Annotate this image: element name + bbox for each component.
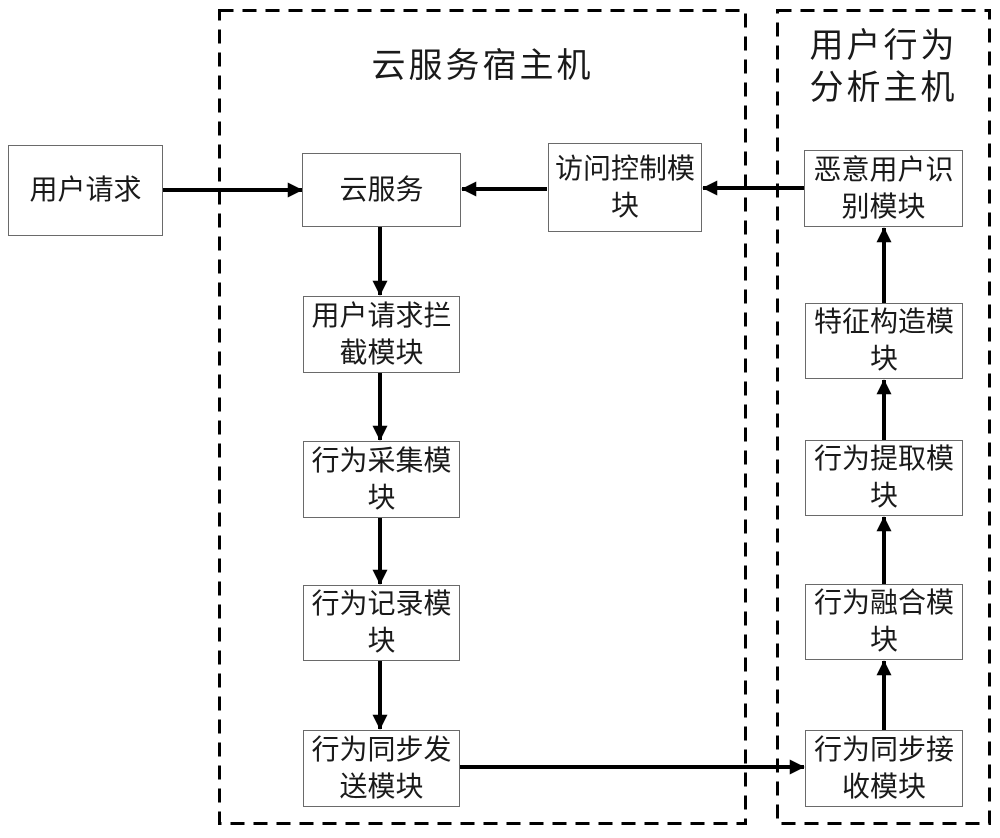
node-behavior-extraction: 行为提取模 块 [805,440,963,516]
node-behavior-sync-receive: 行为同步接 收模块 [805,730,963,807]
node-behavior-fusion: 行为融合模 块 [805,584,963,660]
node-malicious-user-recognition: 恶意用户识 别模块 [804,150,963,227]
node-feature-construction: 特征构造模 块 [805,303,963,379]
node-behavior-sync-send-label-line2: 送模块 [339,771,424,803]
node-behavior-recording-label-line2: 块 [367,626,396,657]
node-access-control: 访问控制模 块 [548,143,702,232]
node-behavior-sync-receive-label-line2: 收模块 [841,771,926,803]
node-cloud-service-label: 云服务 [339,174,424,206]
node-behavior-collection-label-line2: 块 [367,482,396,514]
node-behavior-fusion-label-line2: 块 [869,625,898,656]
node-feature-construction-label-line1: 特征构造模 [813,307,954,338]
cloud-host-title-text: 云服务宿主机 [371,48,594,85]
node-user-request-label: 用户请求 [29,175,142,206]
analysis-host-title-line2: 分析主机 [809,70,958,107]
node-behavior-sync-send: 行为同步发 送模块 [303,730,460,807]
node-behavior-extraction-label-line2: 块 [869,481,898,512]
node-behavior-collection-label-line1: 行为采集模 [311,445,452,477]
node-behavior-extraction-label-line1: 行为提取模 [813,444,954,475]
node-behavior-collection: 行为采集模 块 [303,441,460,518]
node-behavior-sync-receive-label-line1: 行为同步接 [813,734,954,766]
node-feature-construction-label-line2: 块 [869,344,898,375]
analysis-host-container-border [776,9,991,825]
node-behavior-sync-send-label-line1: 行为同步发 [311,734,452,766]
node-request-interception-label-line2: 截模块 [339,337,424,369]
node-behavior-recording-label-line1: 行为记录模 [311,589,452,620]
node-cloud-service: 云服务 [302,153,461,227]
analysis-host-title: 用户行为 分析主机 [777,26,990,110]
node-user-request: 用户请求 [8,145,163,236]
node-behavior-fusion-label-line1: 行为融合模 [813,588,954,619]
node-access-control-label-line1: 访问控制模 [554,153,695,185]
cloud-host-container-border [218,9,747,825]
cloud-host-title: 云服务宿主机 [219,46,746,88]
analysis-host-title-line1: 用户行为 [809,28,958,65]
node-malicious-user-recognition-label-line1: 恶意用户识 [813,154,954,186]
node-malicious-user-recognition-label-line2: 别模块 [841,191,926,223]
node-request-interception-label-line1: 用户请求拦 [311,300,452,332]
node-behavior-recording: 行为记录模 块 [303,585,460,661]
node-request-interception: 用户请求拦 截模块 [303,296,460,373]
node-access-control-label-line2: 块 [610,190,639,222]
